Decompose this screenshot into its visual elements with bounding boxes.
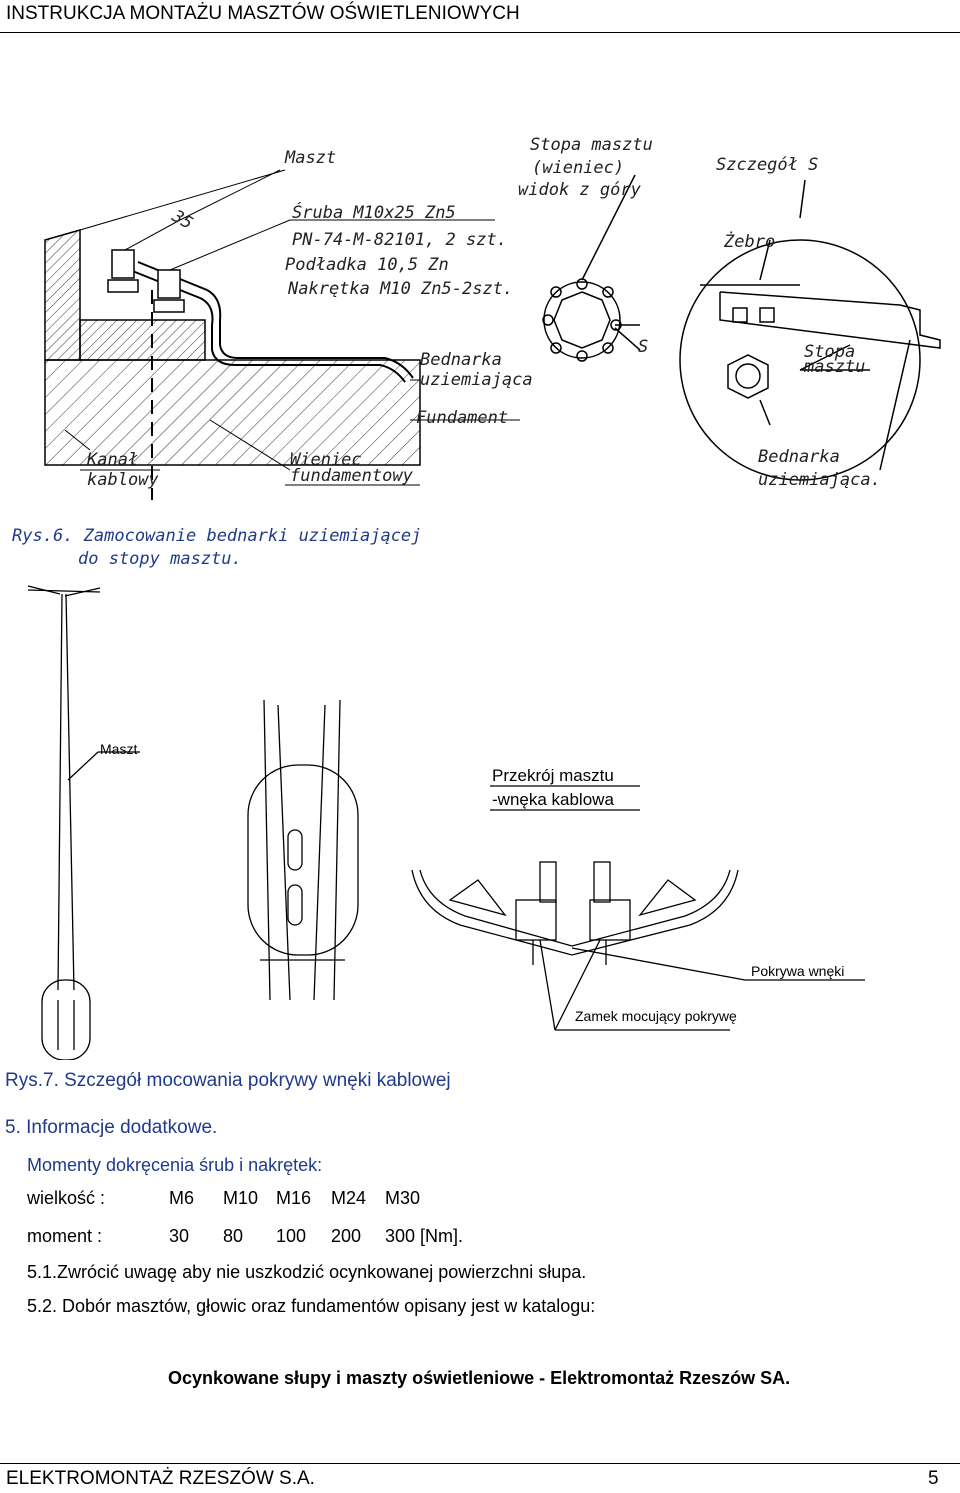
fig7-label-przekroj-1: Przekrój masztu xyxy=(492,766,614,785)
label-maszt: Maszt xyxy=(285,148,337,168)
page-header-title: INSTRUKCJA MONTAŻU MASZTÓW OŚWIETLENIOWY… xyxy=(6,3,520,24)
label-s-mark: S xyxy=(638,337,649,357)
page-number: 5 xyxy=(928,1468,939,1489)
paragraph-5-1: 5.1.Zwrócić uwagę aby nie uszkodzić ocyn… xyxy=(27,1262,587,1282)
moment-value: 30 xyxy=(169,1226,190,1246)
size-value: M6 xyxy=(169,1188,195,1208)
label-stopa-masztu-1: Stopa xyxy=(804,342,856,362)
label-bednarka-4: uziemiająca. xyxy=(758,470,881,490)
figure-7-drawing xyxy=(27,585,865,1060)
moment-value: 300 [Nm]. xyxy=(385,1226,464,1246)
label-nakretka: Nakrętka M10 Zn5-2szt. xyxy=(288,279,514,299)
label-stopa-3: widok z góry xyxy=(518,180,641,200)
label-kanal-1: Kanał xyxy=(87,450,139,470)
fig7-label-zamek: Zamek mocujący pokrywę xyxy=(575,1008,737,1024)
section-5-heading: 5. Informacje dodatkowe. xyxy=(5,1117,218,1138)
header-rule xyxy=(0,32,960,33)
label-wieniec-2: fundamentowy xyxy=(290,466,413,486)
fig7-label-pokrywa: Pokrywa wnęki xyxy=(751,963,845,979)
label-kanal-2: kablowy xyxy=(87,470,159,490)
label-bednarka-3: Bednarka xyxy=(758,447,840,467)
moments-title: Momenty dokręcenia śrub i nakrętek: xyxy=(27,1155,323,1175)
figure-6-drawing xyxy=(44,169,941,500)
label-stopa-masztu-2: masztu xyxy=(804,357,866,377)
label-bednarka-2: uziemiająca xyxy=(420,370,533,390)
label-zebro: Żebro xyxy=(724,232,776,252)
figure-7-caption: Rys.7. Szczegół mocowania pokrywy wnęki … xyxy=(5,1070,451,1091)
moment-value: 200 xyxy=(331,1226,362,1246)
label-podkladka: Podładka 10,5 Zn xyxy=(285,255,449,275)
moment-label: moment : xyxy=(27,1226,103,1246)
label-fundament: Fundament xyxy=(416,408,509,428)
label-sruba-2: PN-74-M-82101, 2 szt. xyxy=(292,230,507,250)
figure-6-caption-line-1: Rys.6. Zamocowanie bednarki uziemiającej xyxy=(12,526,422,546)
figure-6-caption-line-2: do stopy masztu. xyxy=(78,549,242,569)
size-value: M24 xyxy=(331,1188,367,1208)
catalog-title: Ocynkowane słupy i maszty oświetleniowe … xyxy=(168,1368,791,1388)
paragraph-5-2: 5.2. Dobór masztów, głowic oraz fundamen… xyxy=(27,1296,596,1316)
size-value: M30 xyxy=(385,1188,421,1208)
moment-value: 100 xyxy=(276,1226,307,1246)
label-stopa-1: Stopa masztu xyxy=(530,135,653,155)
fig7-label-maszt: Maszt xyxy=(100,741,138,757)
size-label: wielkość : xyxy=(27,1188,106,1208)
moment-value: 80 xyxy=(223,1226,244,1246)
label-stopa-2: (wieniec) xyxy=(532,158,625,178)
footer-rule xyxy=(0,1463,960,1464)
label-sruba-1: Śruba M10x25 Zn5 xyxy=(292,203,456,223)
label-wieniec-1: Wieniec xyxy=(290,450,362,470)
size-value: M10 xyxy=(223,1188,259,1208)
label-szczegol-s: Szczegół S xyxy=(716,155,819,175)
sizes-row: wielkość : M6 M10 M16 M24 M30 xyxy=(27,1188,527,1212)
footer-company: ELEKTROMONTAŻ RZESZÓW S.A. xyxy=(6,1468,315,1489)
moments-row: moment : 30 80 100 200 300 [Nm]. xyxy=(27,1226,527,1250)
size-value: M16 xyxy=(276,1188,312,1208)
fig7-label-przekroj-2: -wnęka kablowa xyxy=(492,790,614,809)
label-bednarka-1: Bednarka xyxy=(420,350,502,370)
